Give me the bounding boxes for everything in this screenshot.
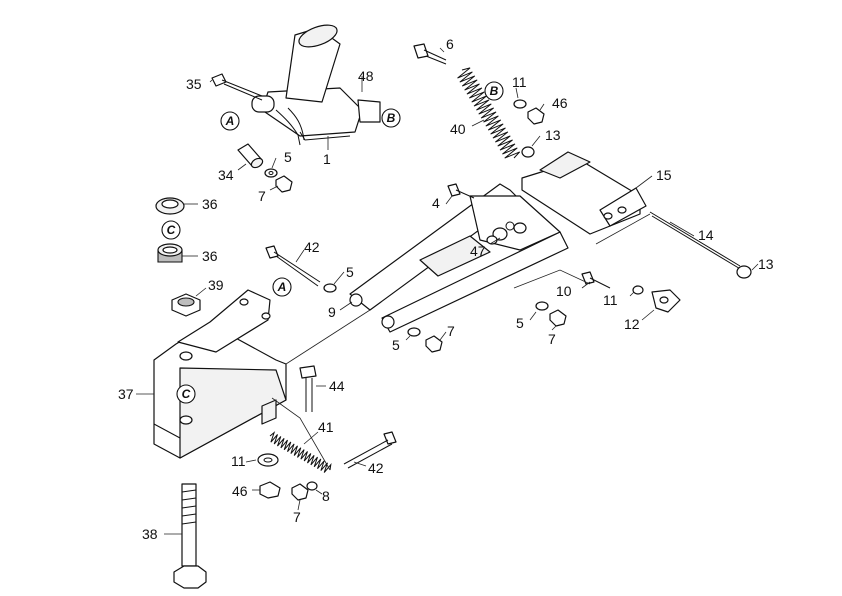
nut-7-frame-left xyxy=(425,335,443,353)
callout-13-rod: 13 xyxy=(758,256,774,272)
callout-41: 41 xyxy=(318,419,334,435)
bushing-36-bottom xyxy=(157,243,183,263)
mount-bracket-37 xyxy=(153,289,287,459)
washer-11-mid xyxy=(632,285,644,295)
washer-8 xyxy=(306,481,318,491)
washer-11-top xyxy=(513,99,527,109)
callout-15: 15 xyxy=(656,167,672,183)
washer-5-frame-left xyxy=(407,327,421,337)
screw-35 xyxy=(211,73,263,101)
callout-34: 34 xyxy=(218,167,234,183)
washer-5-top xyxy=(264,168,278,178)
bolt-4 xyxy=(447,183,475,199)
ref-label: B xyxy=(387,111,396,125)
callout-38: 38 xyxy=(142,526,158,542)
callout-13-top: 13 xyxy=(545,127,561,143)
callout-40: 40 xyxy=(450,121,466,137)
callout-46-top: 46 xyxy=(552,95,568,111)
callout-37: 37 xyxy=(118,386,134,402)
ref-label: C xyxy=(167,223,176,237)
washer-11-bottom xyxy=(257,453,279,467)
ref-circle-a-bracket: A xyxy=(272,277,292,297)
ref-label: B xyxy=(490,84,499,98)
bracket-15 xyxy=(521,151,647,235)
callout-7-top: 7 xyxy=(258,188,266,204)
washer-5-left xyxy=(323,283,337,293)
nut-7-top xyxy=(275,175,293,193)
ref-label: C xyxy=(182,387,191,401)
lever-12 xyxy=(651,289,681,313)
screw-6 xyxy=(413,43,447,65)
rod-14 xyxy=(649,211,743,271)
pivot-arm xyxy=(349,183,569,333)
washer-13-top xyxy=(521,146,535,158)
callout-11-mid: 11 xyxy=(603,292,618,308)
callout-5-top: 5 xyxy=(284,149,292,165)
callout-5-frame-left: 5 xyxy=(392,337,400,353)
nut-46-bottom xyxy=(259,481,281,499)
callout-42-lower: 42 xyxy=(368,460,384,476)
callout-46-bottom: 46 xyxy=(232,483,248,499)
callout-6: 6 xyxy=(446,36,454,52)
callout-12: 12 xyxy=(624,316,640,332)
callout-36-top: 36 xyxy=(202,196,218,212)
bolt-38 xyxy=(173,483,207,589)
callout-8: 8 xyxy=(322,488,330,504)
washer-5-frame-right xyxy=(535,301,549,311)
callout-11-top: 11 xyxy=(512,74,527,90)
ref-circle-c-bushing: C xyxy=(161,220,181,240)
callout-1: 1 xyxy=(323,151,331,167)
callout-4: 4 xyxy=(432,195,440,211)
nut-7-bottom xyxy=(291,483,309,501)
callout-35: 35 xyxy=(186,76,202,92)
callout-14: 14 xyxy=(698,227,714,243)
actuator-motor xyxy=(251,24,381,146)
callout-numbers: 35 1 48 34 5 7 6 40 11 46 13 15 4 47 14 … xyxy=(118,36,774,542)
washer-13-rod xyxy=(736,265,752,279)
ref-circle-c-bracket: C xyxy=(176,384,196,404)
callout-7-bottom: 7 xyxy=(293,509,301,525)
nut-39 xyxy=(171,293,201,317)
leader-lines xyxy=(136,47,759,535)
ref-label: A xyxy=(277,280,287,294)
bushing-36-top xyxy=(155,197,185,215)
callout-48: 48 xyxy=(358,68,374,84)
callout-39: 39 xyxy=(208,277,224,293)
bolt-44 xyxy=(299,365,317,412)
spring-41 xyxy=(269,431,332,473)
bolt-42-upper xyxy=(265,245,321,287)
callout-11-bottom: 11 xyxy=(231,453,246,469)
callout-42-upper: 42 xyxy=(304,239,320,255)
callout-36-bottom: 36 xyxy=(202,248,218,264)
nut-7-frame-right xyxy=(549,309,567,327)
nut-46-top xyxy=(527,107,545,125)
callout-9: 9 xyxy=(328,304,336,320)
ref-circle-a-actuator: A xyxy=(220,111,240,131)
callout-5-left: 5 xyxy=(346,264,354,280)
callout-10: 10 xyxy=(556,283,572,299)
callout-47: 47 xyxy=(470,243,486,259)
ref-circle-b-spring: B xyxy=(484,81,504,101)
bushing-34 xyxy=(237,143,264,169)
bolt-42-lower xyxy=(343,431,397,469)
callout-7-frame-right: 7 xyxy=(548,331,556,347)
callout-5-frame-right: 5 xyxy=(516,315,524,331)
callout-44: 44 xyxy=(329,378,345,394)
bolt-10 xyxy=(581,271,611,289)
callout-7-frame-left: 7 xyxy=(447,323,455,339)
ref-circle-b-actuator: B xyxy=(381,108,401,128)
spring-40 xyxy=(457,67,521,159)
ref-label: A xyxy=(225,114,235,128)
